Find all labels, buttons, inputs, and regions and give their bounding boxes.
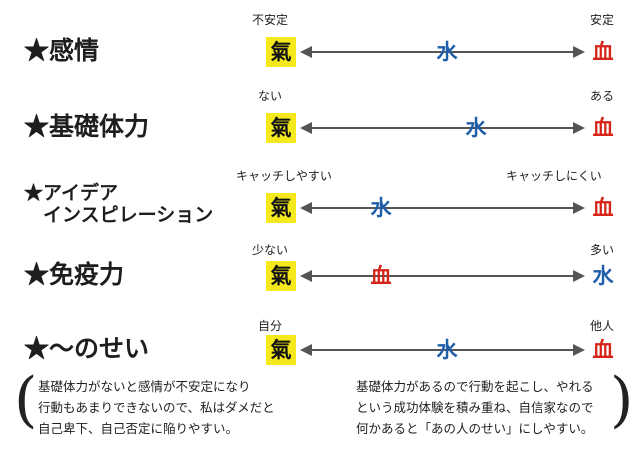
- ki-badge: 氣: [268, 195, 294, 221]
- open-paren: (: [14, 365, 38, 435]
- note-line: 基礎体力があるので行動を起こし、やれる: [356, 379, 594, 394]
- left-label: 少ない: [251, 243, 289, 257]
- double-arrow: [300, 270, 585, 282]
- double-arrow: [300, 202, 585, 214]
- ki-badge: 氣: [268, 115, 294, 141]
- note-line: という成功体験を積み重ね、自信家なので: [356, 400, 594, 415]
- right-label: 多い: [589, 243, 615, 257]
- right-label: 安定: [589, 13, 615, 27]
- ki-badge: 氣: [268, 337, 294, 363]
- double-arrow: [300, 122, 585, 134]
- note-right: 基礎体力があるので行動を起こし、やれる という成功体験を積み重ね、自信家なので …: [356, 376, 594, 439]
- right-label: キャッチしにくい: [506, 169, 602, 183]
- sui-badge: 水: [592, 264, 614, 288]
- row-title-line2: インスピレーション: [24, 204, 214, 226]
- note-line: 行動もあまりできないので、私はダメだと: [38, 400, 275, 415]
- row-title: ★～のせい: [24, 334, 150, 363]
- note-line: 自己卑下、自己否定に陥りやすい。: [38, 421, 239, 436]
- row-title: ★感情: [24, 36, 100, 65]
- sui-badge: 水: [436, 338, 458, 362]
- ki-badge: 氣: [268, 263, 294, 289]
- sui-badge: 水: [436, 40, 458, 64]
- right-label: ある: [589, 89, 615, 103]
- right-label: 他人: [589, 319, 615, 333]
- left-label: 不安定: [251, 13, 289, 27]
- double-arrow: [300, 46, 585, 58]
- left-label: 自分: [257, 319, 283, 333]
- chi-badge: 血: [592, 40, 614, 64]
- chi-badge: 血: [592, 338, 614, 362]
- sui-badge: 水: [370, 196, 392, 220]
- note-left: 基礎体力がないと感情が不安定になり 行動もあまりできないので、私はダメだと 自己…: [38, 376, 275, 439]
- row-title-line1: ★アイデア: [24, 182, 119, 204]
- left-label: キャッチしやすい: [236, 169, 332, 183]
- chi-badge: 血: [592, 116, 614, 140]
- close-paren: ): [610, 365, 634, 435]
- row-title: ★基礎体力: [24, 112, 150, 141]
- chi-badge: 血: [592, 196, 614, 220]
- row-title: ★免疫力: [24, 260, 125, 289]
- sui-badge: 水: [465, 116, 487, 140]
- double-arrow: [300, 344, 585, 356]
- chi-badge: 血: [370, 264, 392, 288]
- note-line: 基礎体力がないと感情が不安定になり: [38, 379, 251, 394]
- left-label: ない: [257, 89, 283, 103]
- note-line: 何かあると「あの人のせい」にしやすい。: [356, 421, 594, 436]
- ki-badge: 氣: [268, 39, 294, 65]
- row-title: ★アイデア インスピレーション: [24, 182, 213, 226]
